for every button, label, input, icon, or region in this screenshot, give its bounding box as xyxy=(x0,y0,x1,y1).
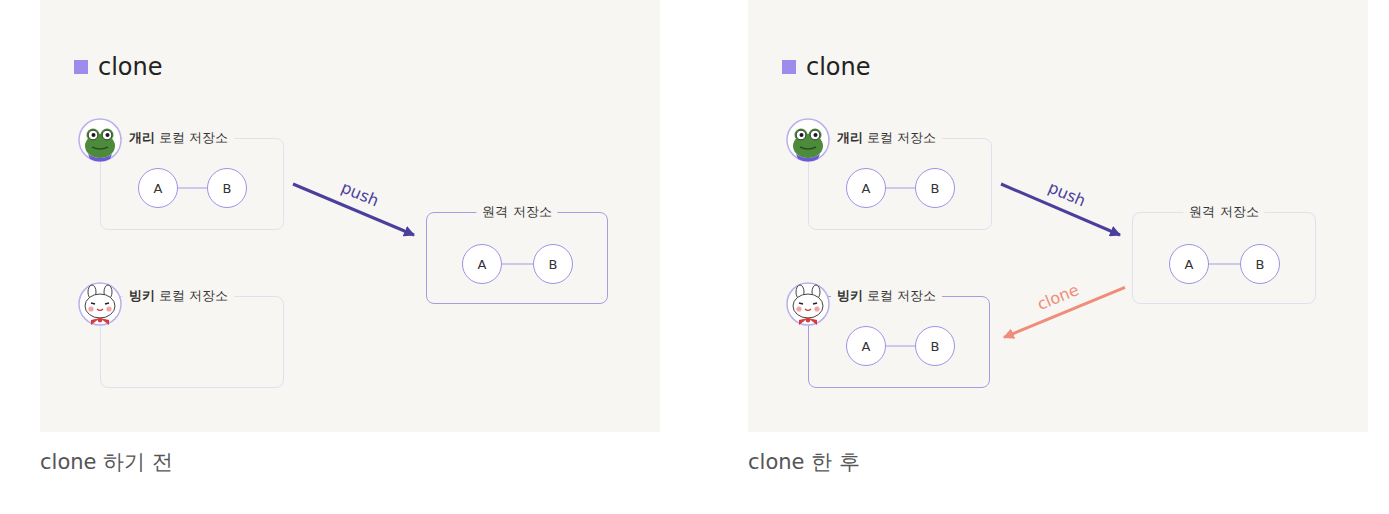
commit-label: B xyxy=(223,181,232,196)
remote-repository-box: 원격 저장소AB xyxy=(1132,212,1316,304)
commit-circle: A xyxy=(138,168,178,208)
commit-circle: A xyxy=(1169,244,1209,284)
repository-name: 원격 저장소 xyxy=(482,204,551,219)
commit-label: B xyxy=(931,181,940,196)
repository-name: 빙키 xyxy=(837,288,863,303)
commit-link xyxy=(1209,263,1240,264)
repository-name: 개리 xyxy=(129,130,155,145)
panel-title: clone xyxy=(782,52,871,82)
repository-name: 로컬 저장소 xyxy=(159,130,228,145)
commit-circle: B xyxy=(207,168,247,208)
repository-name: 원격 저장소 xyxy=(1189,204,1258,219)
local-repository-box: 빙키로컬 저장소 xyxy=(100,296,284,388)
commit-circle: A xyxy=(462,244,502,284)
commit-label: A xyxy=(862,339,871,354)
commit-circle: B xyxy=(915,326,955,366)
commit-link xyxy=(502,263,533,264)
repository-heading: 빙키 로컬 저장소 xyxy=(831,288,942,304)
repository-heading: 개리 로컬 저장소 xyxy=(831,130,942,146)
repository-name: 로컬 저장소 xyxy=(867,288,936,303)
commit-circle: A xyxy=(846,326,886,366)
remote-repository-box: 원격 저장소AB xyxy=(426,212,608,304)
repository-heading: 개리 로컬 저장소 xyxy=(123,130,234,146)
caption: clone 한 후 xyxy=(748,448,860,476)
repository-heading: 빙키 로컬 저장소 xyxy=(123,288,234,304)
commit-label: B xyxy=(1256,257,1265,272)
commit-label: A xyxy=(862,181,871,196)
commit-label: B xyxy=(549,257,558,272)
commit-circle: B xyxy=(915,168,955,208)
commit-circle: B xyxy=(533,244,573,284)
repository-heading: 원격 저장소 xyxy=(1183,204,1264,220)
commit-circle: B xyxy=(1240,244,1280,284)
repository-name: 개리 xyxy=(837,130,863,145)
commit-link xyxy=(886,345,915,346)
commit-link xyxy=(178,187,207,188)
commit-circle: A xyxy=(846,168,886,208)
commit-label: A xyxy=(1185,257,1194,272)
repository-name: 빙키 xyxy=(129,288,155,303)
local-repository-box: 빙키로컬 저장소AB xyxy=(808,296,990,388)
repository-heading: 원격 저장소 xyxy=(476,204,557,220)
commit-label: A xyxy=(478,257,487,272)
commit-label: A xyxy=(154,181,163,196)
diagram-panel: clone개리로컬 저장소AB원격 저장소AB빙키로컬 저장소AB xyxy=(748,0,1368,432)
local-repository-box: 개리로컬 저장소AB xyxy=(808,138,992,230)
caption: clone 하기 전 xyxy=(40,448,173,476)
diagram-panel: clone개리로컬 저장소AB빙키로컬 저장소원격 저장소AB xyxy=(40,0,660,432)
repository-name: 로컬 저장소 xyxy=(867,130,936,145)
local-repository-box: 개리로컬 저장소AB xyxy=(100,138,284,230)
commit-link xyxy=(886,187,915,188)
panel-title: clone xyxy=(74,52,163,82)
commit-label: B xyxy=(931,339,940,354)
repository-name: 로컬 저장소 xyxy=(159,288,228,303)
